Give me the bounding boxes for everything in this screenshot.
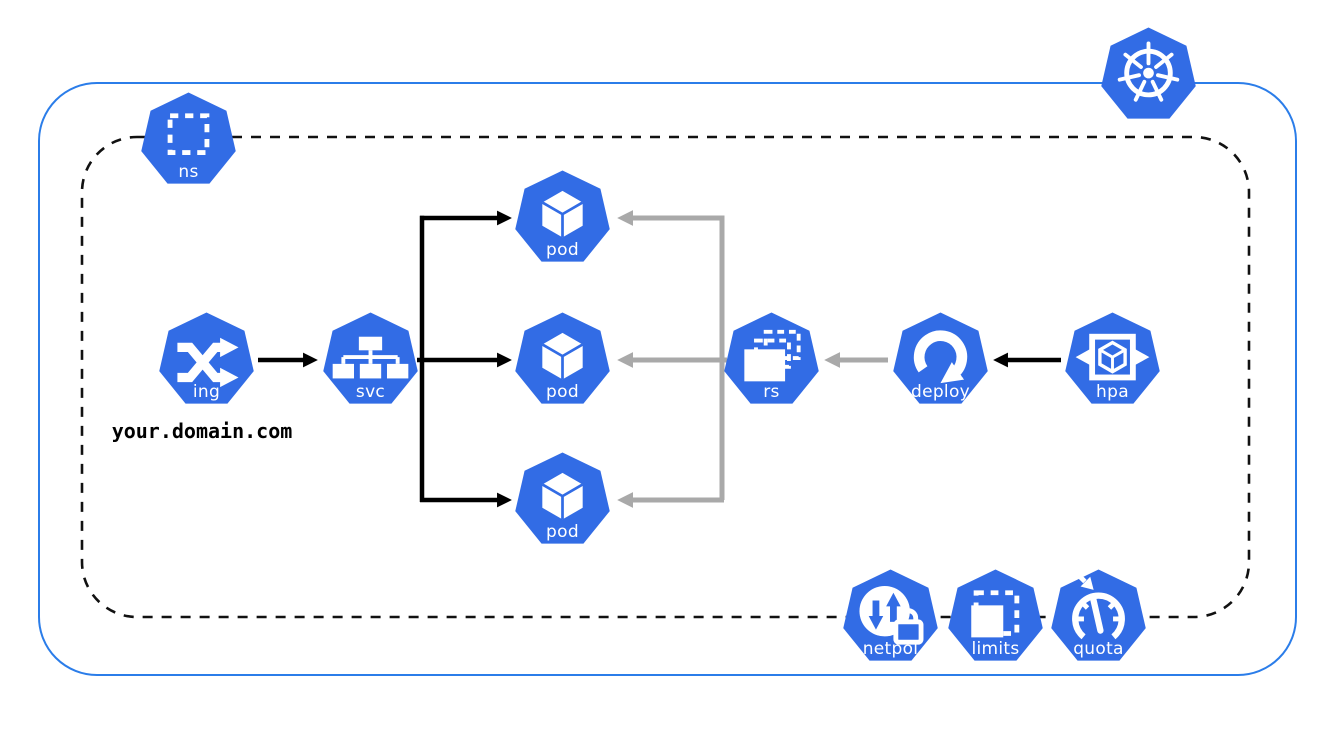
circular-arrow-icon [893,312,988,404]
limits-label: limits [971,639,1020,659]
cube-icon [515,452,610,544]
scaling-cube-icon [1065,312,1160,404]
namespace-node: ns [140,90,237,190]
bounded-square-icon [948,569,1043,661]
replicaset-label: rs [763,382,780,402]
traffic-lock-icon [843,569,938,661]
quota-node: quota [1050,567,1147,667]
quota-label: quota [1073,639,1124,659]
hpa-label: hpa [1096,382,1129,402]
pod-label: pod [546,240,579,260]
pod-label: pod [546,382,579,402]
tree-hierarchy-icon [323,312,418,404]
ingress-hostname: your.domain.com [111,419,293,443]
limits-node: limits [947,567,1044,667]
pod-label: pod [546,522,579,542]
crossing-arrows-icon [159,312,254,404]
ingress-node: ing [158,310,255,410]
deployment-node: deploy [892,310,989,410]
dashed-square-icon [141,92,236,184]
pod-node-1: pod [514,168,611,268]
hpa-node: hpa [1064,310,1161,410]
stacked-rectangles-icon [724,312,819,404]
cube-icon [515,312,610,404]
namespace-dashed-border [80,135,1251,619]
deployment-label: deploy [910,382,971,402]
pod-node-3: pod [514,450,611,550]
ingress-label: ing [192,382,221,402]
kubernetes-logo-node [1100,25,1197,125]
replicaset-node: rs [723,310,820,410]
service-label: svc [355,382,386,402]
pod-node-2: pod [514,310,611,410]
netpol-node: netpol [842,567,939,667]
kubernetes-helm-wheel-icon [1101,27,1196,119]
namespace-label: ns [178,162,199,182]
gauge-icon [1051,569,1146,661]
cluster-border [38,82,1297,676]
cube-icon [515,170,610,262]
netpol-label: netpol [862,639,919,659]
service-node: svc [322,310,419,410]
